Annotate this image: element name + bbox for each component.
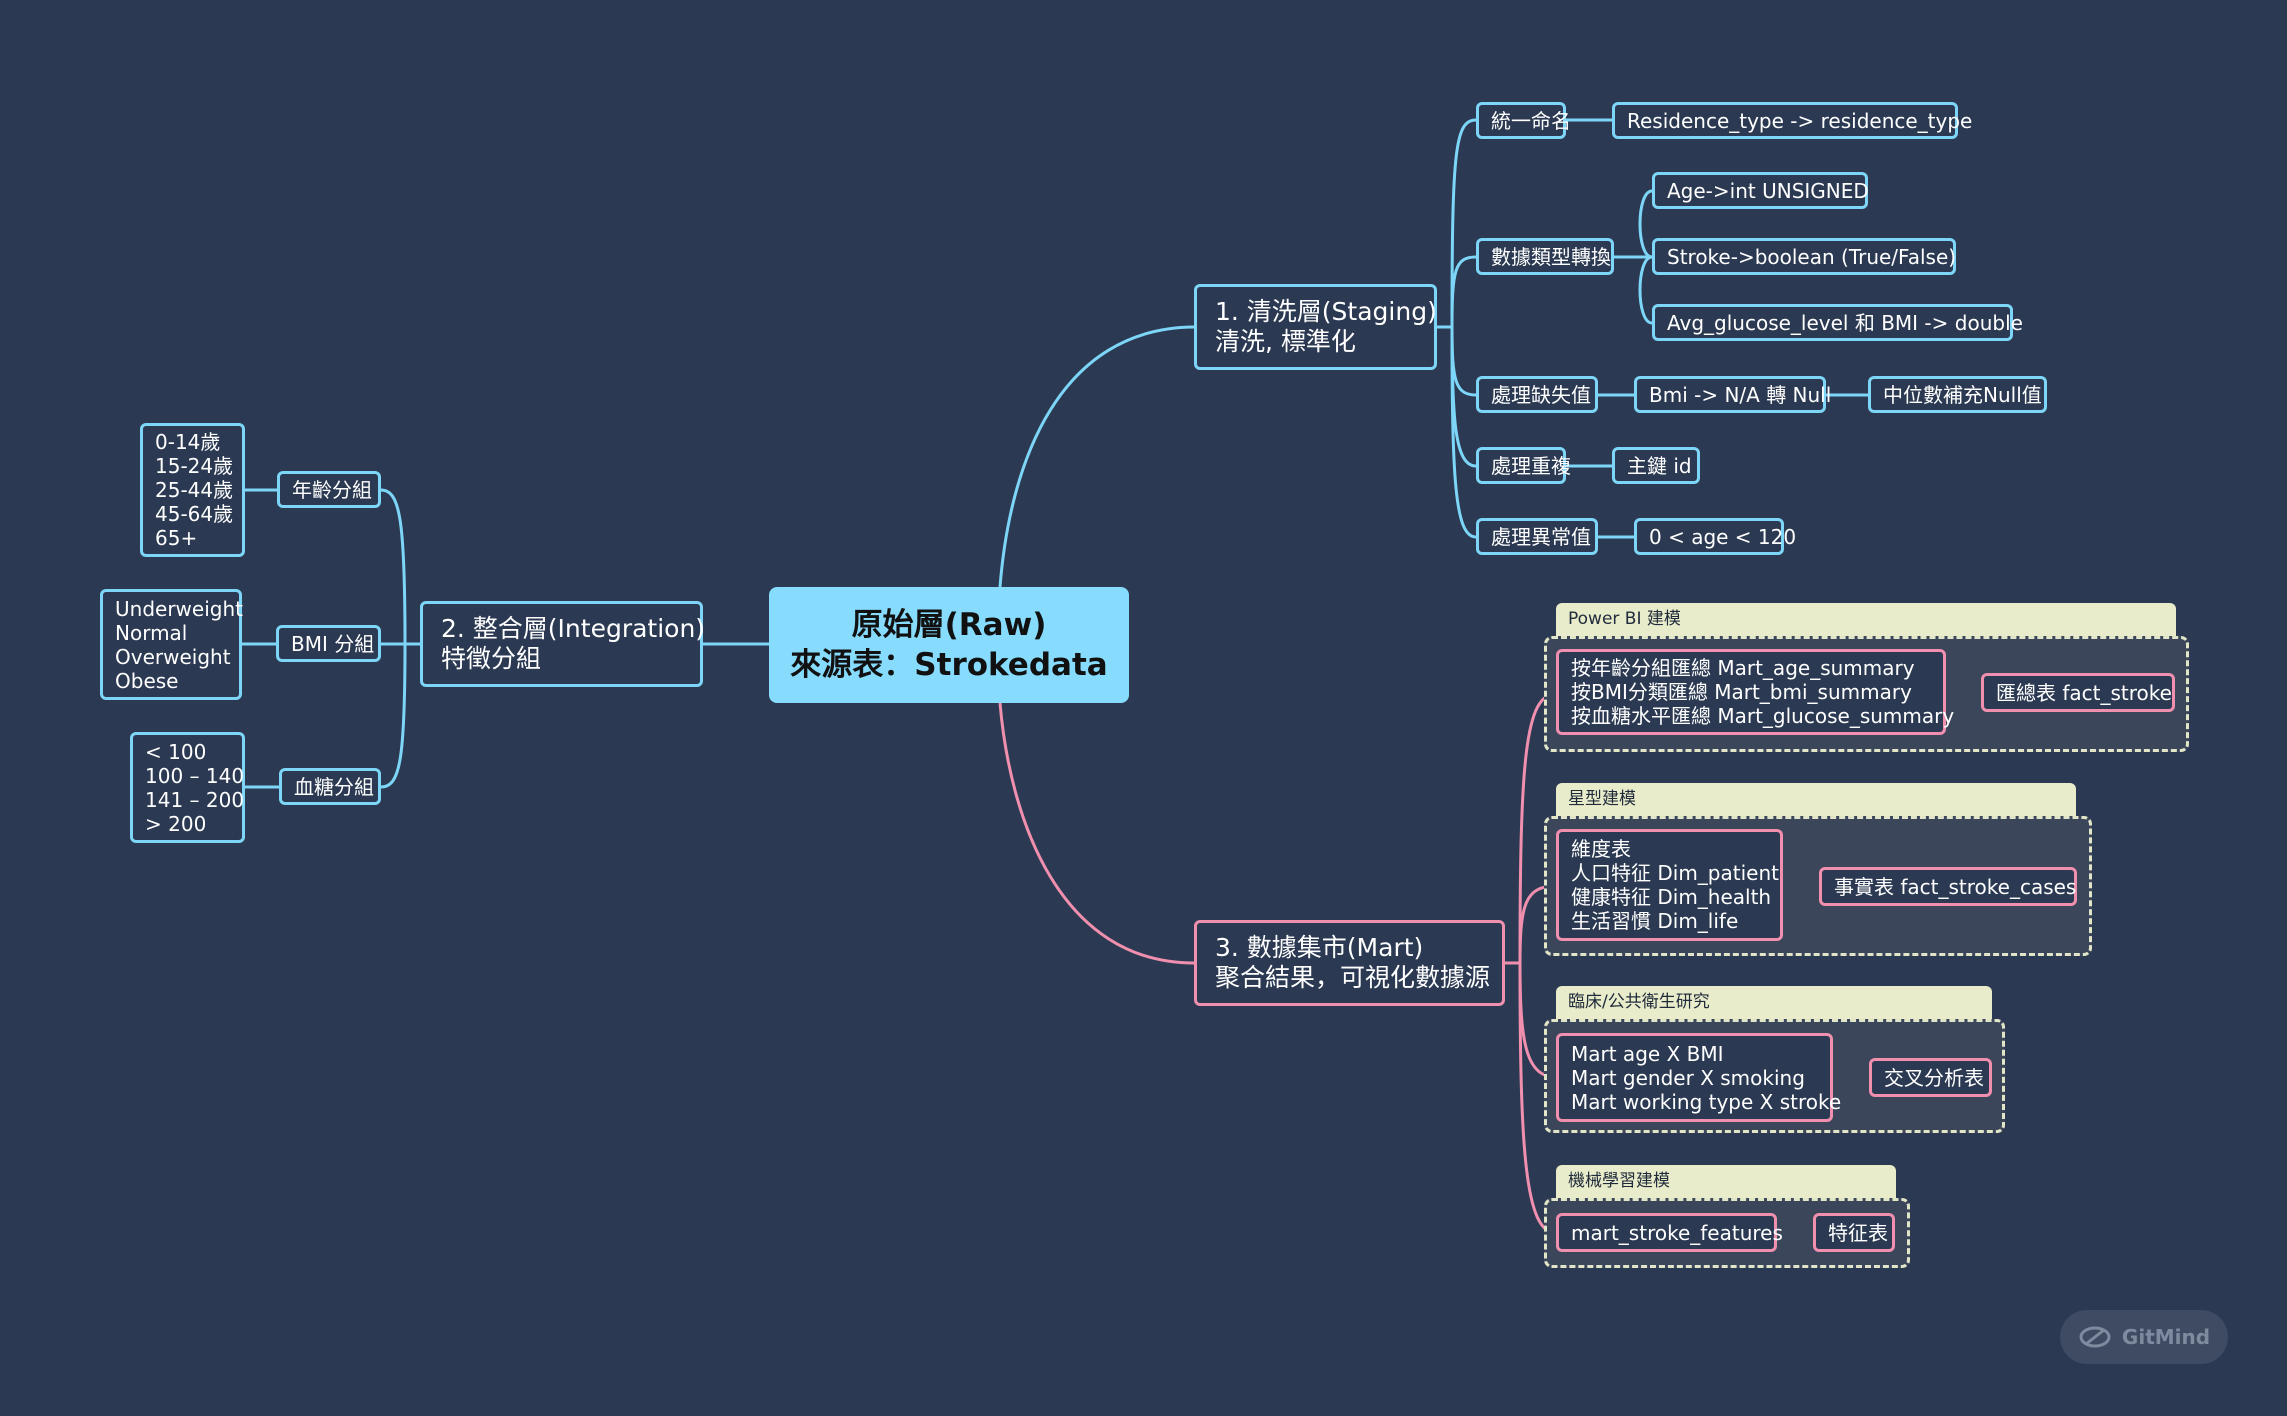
star-group-title: 星型建模 [1556, 783, 2076, 818]
type-conversion-node[interactable]: 數據類型轉換 [1476, 238, 1614, 275]
glucose-group-values[interactable]: < 100 100 – 140 141 – 200 > 200 [130, 732, 245, 843]
feature-table-node[interactable]: 特征表 [1813, 1213, 1895, 1252]
type-age-node[interactable]: Age->int UNSIGNED [1652, 172, 1869, 209]
age-range-node[interactable]: 0 < age < 120 [1634, 518, 1796, 555]
unify-naming-detail[interactable]: Residence_type -> residence_type [1612, 102, 1972, 139]
dimension-tables-node[interactable]: 維度表 人口特征 Dim_patient 健康特征 Dim_health 生活習… [1556, 829, 1783, 941]
root-subtitle: 來源表：Strokedata [790, 647, 1108, 683]
powerbi-group-title: Power BI 建模 [1556, 603, 2176, 638]
age-group-values[interactable]: 0-14歲 15-24歲 25-44歲 45-64歲 65+ [140, 423, 245, 557]
gitmind-watermark: GitMind [2060, 1310, 2228, 1364]
age-group-node[interactable]: 年齡分組 [277, 471, 381, 508]
missing-bmi-node[interactable]: Bmi -> N/A 轉 Null [1634, 376, 1831, 413]
staging-node[interactable]: 1. 清洗層(Staging) 清洗, 標準化 [1194, 284, 1437, 370]
fact-stroke-cases-node[interactable]: 事實表 fact_stroke_cases [1819, 867, 2077, 906]
mart-node[interactable]: 3. 數據集市(Mart) 聚合結果，可視化數據源 [1194, 920, 1505, 1006]
type-double-node[interactable]: Avg_glucose_level 和 BMI -> double [1652, 304, 2023, 341]
missing-value-node[interactable]: 處理缺失值 [1476, 376, 1598, 413]
powerbi-summary-node[interactable]: 按年齡分組匯總 Mart_age_summary 按BMI分類匯總 Mart_b… [1556, 649, 1954, 735]
gitmind-logo-icon [2079, 1326, 2111, 1348]
fact-stroke-node[interactable]: 匯總表 fact_stroke [1981, 673, 2175, 712]
type-stroke-node[interactable]: Stroke->boolean (True/False) [1652, 238, 1956, 275]
integration-node[interactable]: 2. 整合層(Integration) 特徵分組 [420, 601, 705, 687]
duplicate-node[interactable]: 處理重複 [1476, 447, 1571, 484]
unify-naming-node[interactable]: 統一命名 [1476, 102, 1571, 139]
stroke-features-node[interactable]: mart_stroke_features [1556, 1213, 1783, 1252]
cross-analysis-node[interactable]: 交叉分析表 [1869, 1058, 1992, 1097]
glucose-group-node[interactable]: 血糖分組 [279, 768, 381, 805]
outlier-node[interactable]: 處理異常值 [1476, 518, 1598, 555]
cross-marts-node[interactable]: Mart age X BMI Mart gender X smoking Mar… [1556, 1033, 1841, 1122]
ml-group-title: 機械學習建模 [1556, 1165, 1896, 1200]
bmi-group-values[interactable]: Underweight Normal Overweight Obese [100, 589, 243, 700]
bmi-group-node[interactable]: BMI 分組 [276, 625, 381, 662]
root-node[interactable]: 原始層(Raw) 來源表：Strokedata [769, 587, 1129, 703]
root-title: 原始層(Raw) [851, 607, 1047, 643]
clinical-group-title: 臨床/公共衛生研究 [1556, 986, 1992, 1021]
primary-key-node[interactable]: 主鍵 id [1612, 447, 1700, 484]
median-fill-node[interactable]: 中位數補充Null值 [1868, 376, 2047, 413]
gitmind-label: GitMind [2121, 1325, 2211, 1349]
